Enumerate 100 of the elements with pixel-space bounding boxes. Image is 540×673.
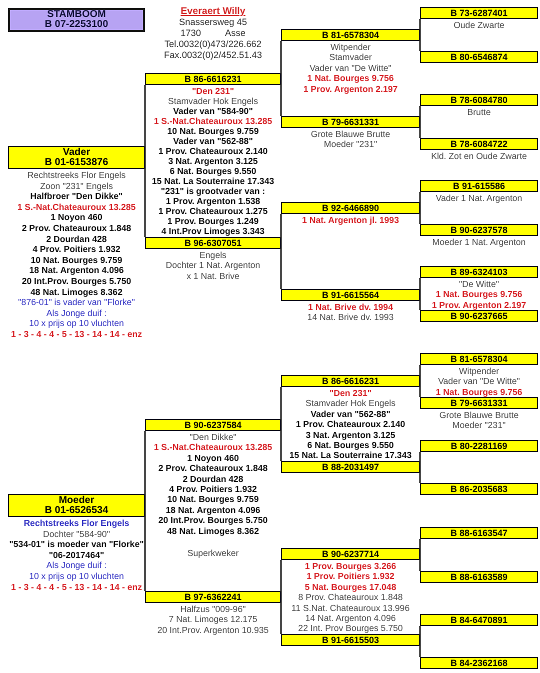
ring-number-bar: B 79-6631331 (420, 397, 538, 409)
pedigree-note: 1 - 3 - 4 - 4 - 5 - 13 - 14 - 14 - enz (10, 582, 142, 592)
pedigree-note: "Den Dikke" (190, 432, 236, 442)
pedigree-note: 1 Prov. Argenton 2.197 (432, 300, 526, 310)
pedigree-note: 11 S.Nat. Chateauroux 13.996 (291, 602, 410, 613)
pedigree-note: 1 Prov. Bourges 3.266 (304, 561, 396, 572)
ring-number-bar: B 90-6237584 (145, 419, 281, 431)
ring-number-bar: B 78-6084722 (420, 138, 538, 150)
pedigree-note: Vader van "De Witte" (310, 62, 392, 74)
pedigree-note: Witpender (458, 366, 500, 376)
pedigree-note: Halfzus "009-96" (180, 604, 246, 614)
pedigree-note: 10 x prijs op 10 vluchten (29, 318, 124, 329)
pedigree-note: Zoon "231" Engels (40, 180, 113, 192)
pedigree-note: 14 Nat. Brive dv. 1993 (307, 312, 394, 323)
pedigree-note: 1 Nat. Bourges 9.756 (307, 73, 394, 84)
pedigree-note: 1 S.-Nat.Chateauroux 13.285 (17, 202, 136, 212)
pedigree-note: Moeder "231" (452, 420, 506, 431)
ring-number-bar: B 90-6237578 (420, 224, 538, 236)
ring-number-bar: B 88-6163547 (420, 527, 538, 539)
pedigree-note: 15 Nat. La Souterraine 17.343 (152, 176, 274, 186)
pedigree-note: 4 Prov. Poitiers 1.932 (169, 484, 257, 494)
pedigree-note: 4 Prov. Poitiers 1.932 (32, 244, 120, 255)
pedigree-note: 18 Nat. Argenton 4.096 (166, 504, 260, 516)
phone-number: Tel.0032(0)473/226.662 (164, 39, 262, 50)
ring-number-bar: B 91-6615503 (281, 634, 420, 646)
pedigree-note: 48 Nat. Limoges 8.362 (167, 526, 259, 536)
pedigree-note: 1 Prov. Chateauroux 2.140 (296, 419, 406, 430)
pedigree-note: Vader van "562-88" (310, 408, 390, 420)
pedigree-note: Rechtstreeks Flor Engels (24, 518, 130, 529)
ring-number-bar: B 86-6616231 (145, 73, 281, 85)
ring-number-bar: B 92-6466890 (281, 202, 420, 214)
ring-number-bar: B 80-2281169 (420, 440, 538, 452)
pedigree-note: 1 Nat. Bourges 9.756 (436, 289, 522, 300)
pedigree-note: 1 - 3 - 4 - 4 - 5 - 13 - 14 - 14 - enz (10, 329, 142, 340)
pedigree-note: Dochter 1 Nat. Argenton (166, 260, 260, 271)
pedigree-note: 2 Prov. Chateauroux 1.848 (158, 463, 268, 474)
ring-number-bar: B 79-6631331 (281, 116, 420, 128)
ring-number-bar: B 91-6615564 (281, 289, 420, 301)
ring-number-bar: B 97-6362241 (145, 591, 281, 603)
pedigree-note: "876-01" is vader van "Florke" (18, 297, 135, 308)
pedigree-note: 1 Prov. Argenton 2.197 (303, 84, 398, 94)
pedigree-note: "231" is grootvader van : (160, 186, 266, 196)
pedigree-note: Rechtstreeks Flor Engels (27, 170, 126, 181)
postal-address: 1730 Asse (180, 28, 246, 39)
pedigree-note: Grote Blauwe Brutte (310, 129, 390, 140)
ring-number-bar: B 89-6324103 (420, 266, 538, 278)
street-address: Snassersweg 45 (179, 17, 247, 28)
pedigree-note: 10 x prijs op 10 vluchten (29, 571, 124, 582)
pedigree-note: 10 Nat. Bourges 9.759 (30, 254, 122, 266)
pedigree-note: "Den 231" (192, 86, 234, 96)
pedigree-note: Als Jonge duif : (46, 308, 107, 318)
ring-number-bar: B 73-6287401 (420, 7, 538, 19)
pedigree-note: Brutte (467, 107, 491, 118)
pedigree-note: 2 Dourdan 428 (182, 474, 244, 484)
pedigree-note: "06-2017464" (48, 550, 104, 560)
pedigree-note: 10 Nat. Bourges 9.759 (167, 126, 259, 136)
pedigree-note: 10 Nat. Bourges 9.759 (167, 494, 259, 505)
pedigree-note: 20 Int.Prov. Bourges 5.750 (22, 276, 132, 287)
pedigree-note: Halfbroer "Den Dikke" (30, 191, 123, 202)
pedigree-note: Stamvader Hok Engels (168, 96, 258, 106)
pedigree-note: "Den 231" (329, 388, 372, 398)
pedigree-note: 1 Prov. Chateauroux 2.140 (158, 146, 268, 156)
ring-number-bar: B 90-6237665 (420, 310, 538, 322)
ring-number-bar: B 90-6237714 (281, 548, 420, 560)
pedigree-note: Als Jonge duif : (46, 560, 107, 571)
pedigree-note: Grote Blauwe Brutte (439, 410, 519, 420)
ring-number-bar: B 86-6616231 (281, 375, 420, 387)
pedigree-note: Moeder "231" (324, 139, 378, 150)
pedigree-note: 18 Nat. Argenton 4.096 (29, 265, 124, 276)
pedigree-note: 8 Prov. Chateauroux 1.848 (298, 592, 403, 603)
ring-number-bar: B 78-6084780 (420, 94, 538, 106)
parent-box: Moeder B 01-6526534 (8, 494, 145, 517)
ring-number-bar: B 81-6578304 (420, 353, 538, 365)
pedigree-note: "534-01" is moeder van "Florke" (9, 539, 144, 550)
pedigree-note: 7 Nat. Limoges 12.175 (168, 614, 258, 625)
pedigree-note: Witpender (330, 42, 371, 52)
ring-number-bar: B 81-6578304 (281, 29, 420, 41)
pedigree-note: 6 Nat. Bourges 9.550 (170, 166, 256, 176)
pedigree-note: 6 Nat. Bourges 9.550 (307, 440, 394, 450)
pedigree-note: Kld. Zot en Oude Zwarte (431, 151, 527, 162)
pedigree-note: 20 Int.Prov. Bourges 5.750 (158, 515, 268, 526)
pedigree-note: 1 Nat. Bourges 9.756 (436, 386, 522, 398)
breeder-name: Everaert Willy (180, 6, 246, 17)
pedigree-note: 1 Noyon 460 (50, 212, 102, 223)
pedigree-note: Vader van "De Witte" (438, 376, 520, 387)
pedigree-note: 3 Nat. Argenton 3.125 (168, 156, 258, 166)
pedigree-note: Stamvader Hok Engels (306, 398, 396, 409)
fax-number: Fax.0032(0)2/452.51.43 (164, 50, 262, 61)
pedigree-note: 1 Prov. Poitiers 1.932 (306, 571, 394, 582)
pedigree-note: 4 Int.Prov Limoges 3.343 (161, 226, 265, 236)
pedigree-note: 14 Nat. Argenton 4.096 (305, 613, 396, 624)
pedigree-note: Moeder 1 Nat. Argenton (432, 237, 526, 248)
pedigree-note: "De Witte" (459, 279, 499, 290)
ring-number-bar: B 84-6470891 (420, 614, 538, 626)
pedigree-note: Vader van "584-90" (173, 106, 253, 116)
pedigree-note: 2 Dourdan 428 (46, 234, 107, 244)
pedigree-note: Vader van "562-88" (173, 136, 253, 146)
pedigree-note: 1 Prov. Chateauroux 1.275 (158, 206, 268, 216)
pedigree-note: Vader 1 Nat. Argenton (436, 193, 522, 204)
ring-number-bar: B 80-6546874 (420, 51, 538, 63)
